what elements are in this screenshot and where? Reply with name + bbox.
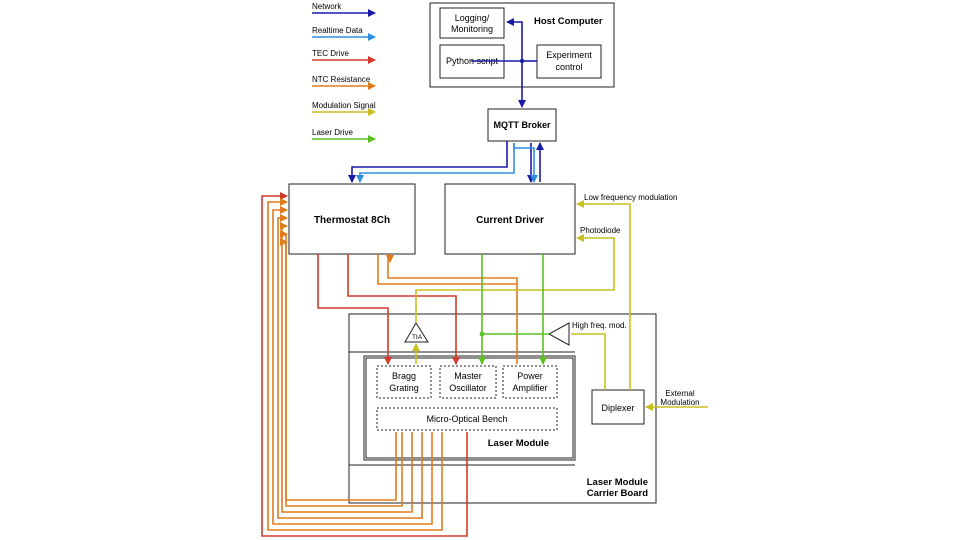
master-oscillator-label-2: Oscillator <box>449 383 487 393</box>
thermostat-label: Thermostat 8Ch <box>314 215 390 226</box>
diplexer-label: Diplexer <box>601 403 634 413</box>
carrier-board-label-1: Laser Module <box>587 477 648 488</box>
power-amplifier-box: Power Amplifier <box>502 365 558 399</box>
experiment-control-box: Experiment control <box>536 44 602 79</box>
tia-label: TIA <box>412 334 423 341</box>
high-freq-mod-label: High freq. mod. <box>572 321 627 330</box>
bragg-grating-label-2: Grating <box>389 383 419 393</box>
power-amplifier-label-2: Amplifier <box>512 383 547 393</box>
external-modulation-label-2: Modulation <box>660 398 699 407</box>
realtime-connections <box>356 143 538 183</box>
master-oscillator-box: Master Oscillator <box>439 365 497 399</box>
external-modulation-label-1: External <box>665 389 695 398</box>
current-driver-box: Current Driver <box>444 183 576 255</box>
legend-item-laser-drive: Laser Drive <box>312 128 376 143</box>
carrier-board-box: Laser Module Carrier Board <box>348 313 657 504</box>
legend-label-ntc-resistance: NTC Resistance <box>312 75 371 84</box>
tec-drive-connections <box>261 192 468 537</box>
thermostat-box: Thermostat 8Ch <box>288 183 416 255</box>
experiment-control-label-1: Experiment <box>546 50 592 60</box>
high-freq-amplifier <box>547 322 570 346</box>
micro-optical-bench-label: Micro-Optical Bench <box>426 414 507 424</box>
legend-item-tec-drive: TEC Drive <box>312 49 376 64</box>
legend-item-realtime-data: Realtime Data <box>312 26 376 41</box>
laser-drive-connections <box>478 254 549 365</box>
carrier-board-label-2: Carrier Board <box>587 488 648 499</box>
legend-label-network: Network <box>312 2 342 11</box>
photodiode-label: Photodiode <box>580 226 621 235</box>
legend-label-laser-drive: Laser Drive <box>312 128 353 137</box>
legend-item-modulation-signal: Modulation Signal <box>312 101 376 116</box>
mqtt-broker-label: MQTT Broker <box>493 120 551 130</box>
legend-label-realtime-data: Realtime Data <box>312 26 363 35</box>
master-oscillator-label-1: Master <box>454 371 482 381</box>
micro-optical-bench-box: Micro-Optical Bench <box>376 407 558 431</box>
logging-monitoring-box: Logging/ Monitoring <box>439 7 505 39</box>
power-amplifier-label-1: Power <box>517 371 543 381</box>
legend-item-ntc-resistance: NTC Resistance <box>312 75 376 90</box>
ntc-resistance-connections <box>267 198 518 531</box>
bragg-grating-label-1: Bragg <box>392 371 416 381</box>
logging-monitoring-label-1: Logging/ <box>455 13 490 23</box>
current-driver-label: Current Driver <box>476 215 544 226</box>
legend-label-tec-drive: TEC Drive <box>312 49 349 58</box>
network-connections <box>348 18 544 183</box>
bragg-grating-box: Bragg Grating <box>376 365 432 399</box>
mqtt-broker-box: MQTT Broker <box>487 108 557 142</box>
laser-module-label: Laser Module <box>488 438 549 449</box>
host-computer-title: Host Computer <box>534 16 603 27</box>
legend-label-modulation-signal: Modulation Signal <box>312 101 376 110</box>
network-junction <box>519 58 525 64</box>
legend-item-network: Network <box>312 2 376 17</box>
experiment-control-label-2: control <box>555 62 582 72</box>
diplexer-box: Diplexer <box>591 389 645 425</box>
legend: Network Realtime Data TEC Drive NTC Resi… <box>312 2 376 143</box>
logging-monitoring-label-2: Monitoring <box>451 24 493 34</box>
low-frequency-modulation-label: Low frequency modulation <box>584 193 677 202</box>
modulation-connections <box>412 200 708 411</box>
laser-drive-junction <box>479 331 485 337</box>
tia-amplifier: TIA <box>404 322 429 343</box>
